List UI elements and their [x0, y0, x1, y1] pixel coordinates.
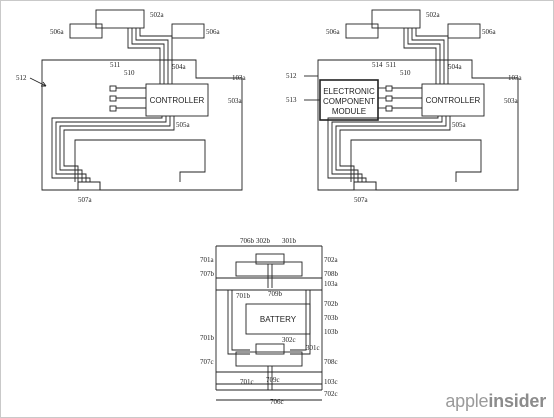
label-504a-right: 504a — [448, 63, 463, 71]
label-302b: 302b — [256, 237, 271, 245]
label-702a: 702a — [324, 256, 339, 264]
label-701c: 701c — [240, 378, 254, 386]
label-502a-left: 502a — [150, 11, 165, 19]
label-507a-left: 507a — [78, 196, 93, 204]
label-504a-left: 504a — [172, 63, 187, 71]
label-514-right: 514 — [372, 61, 383, 69]
controller-box-right — [421, 83, 485, 117]
label-510-left: 510 — [124, 69, 135, 77]
module-label-line3: MODULE — [332, 107, 366, 116]
label-512-right: 512 — [286, 72, 297, 80]
label-502a-right: 502a — [426, 11, 441, 19]
module-label-line1: ELECTRONIC — [323, 87, 375, 96]
label-507a-right: 507a — [354, 196, 369, 204]
label-702c: 702c — [324, 390, 338, 398]
label-301c: 301c — [306, 344, 320, 352]
module-label-line2: COMPONENT — [323, 97, 375, 106]
label-506a-left-a: 506a — [50, 28, 65, 36]
label-703b: 703b — [324, 314, 339, 322]
label-103c: 103c — [324, 378, 338, 386]
label-103a-right: 103a — [508, 74, 523, 82]
label-503a-right: 503a — [504, 97, 519, 105]
label-701b-side: 701b — [200, 334, 215, 342]
label-301b: 301b — [282, 237, 297, 245]
label-511-right: 511 — [386, 61, 397, 69]
label-701b-top: 701b — [236, 292, 251, 300]
label-503a-left: 503a — [228, 97, 243, 105]
label-506a-right-a: 506a — [326, 28, 341, 36]
label-103b: 103b — [324, 328, 339, 336]
right-figure — [304, 9, 519, 191]
label-506a-right-b: 506a — [482, 28, 497, 36]
label-709c: 709c — [266, 376, 280, 384]
label-506a-left-b: 506a — [206, 28, 221, 36]
left-figure — [29, 9, 243, 191]
controller-label-left: CONTROLLER — [150, 96, 205, 105]
label-103a-bottom: 103a — [324, 280, 339, 288]
label-103a-left: 103a — [232, 74, 247, 82]
label-505a-right: 505a — [452, 121, 467, 129]
watermark-logo: appleinsider — [445, 391, 546, 411]
label-708c: 708c — [324, 358, 338, 366]
label-505a-left: 505a — [176, 121, 191, 129]
label-706c: 706c — [270, 398, 284, 406]
label-512-left: 512 — [16, 74, 27, 82]
label-707c: 707c — [200, 358, 214, 366]
label-706b: 706b — [240, 237, 255, 245]
label-707b: 707b — [200, 270, 215, 278]
label-701a: 701a — [200, 256, 215, 264]
label-708b: 708b — [324, 270, 339, 278]
label-702b: 702b — [324, 300, 339, 308]
label-511-left: 511 — [110, 61, 121, 69]
label-709b: 709b — [268, 290, 283, 298]
bottom-figure — [215, 245, 323, 401]
label-513-right: 513 — [286, 96, 297, 104]
controller-label-right: CONTROLLER — [426, 96, 481, 105]
battery-label: BATTERY — [260, 315, 297, 324]
label-510-right: 510 — [400, 69, 411, 77]
label-302c: 302c — [282, 336, 296, 344]
controller-box-left — [145, 83, 209, 117]
